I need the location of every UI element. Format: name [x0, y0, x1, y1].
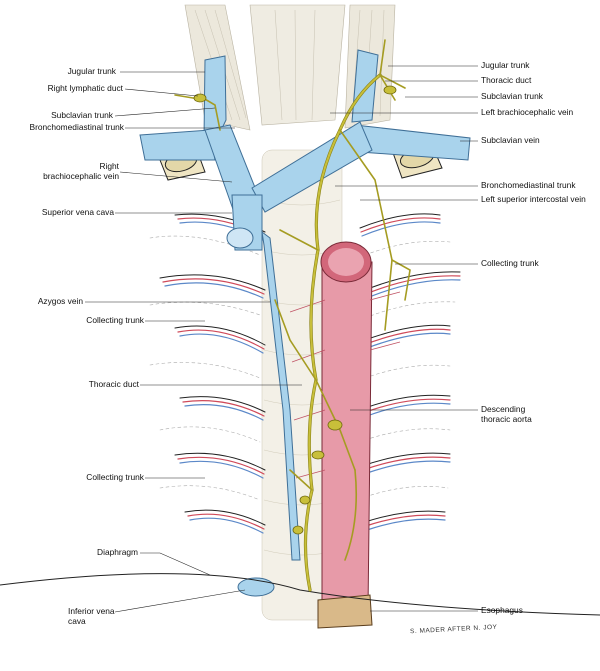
- esophagus-stump: [317, 594, 373, 629]
- veins: [139, 49, 471, 597]
- lymph-nodes: [193, 85, 397, 535]
- label-left-superior-intercostal-vein: Left superior intercostal vein: [481, 194, 586, 204]
- label-descending-thoracic-aorta: Descending thoracic aorta: [481, 404, 532, 424]
- label-superior-vena-cava: Superior vena cava: [41, 207, 114, 217]
- svc-cut-end: [226, 227, 254, 249]
- label-subclavian-trunk-left: Subclavian trunk: [481, 91, 543, 101]
- label-subclavian-trunk-right: Subclavian trunk: [51, 110, 113, 120]
- leader-lines-left: [85, 71, 302, 613]
- right-ribs: [359, 213, 461, 531]
- label-azygos-vein: Azygos vein: [37, 296, 83, 306]
- diaphragm-line: [0, 573, 600, 616]
- label-inferior-vena-cava: Inferior vena cava: [68, 606, 115, 626]
- label-diaphragm: Diaphragm: [97, 547, 138, 557]
- label-esophagus: Esophagus: [481, 605, 523, 615]
- leader-lines-right: [330, 65, 478, 612]
- left-ribs: [149, 213, 266, 534]
- label-jugular-trunk-left: Jugular trunk: [481, 60, 530, 70]
- aorta: [320, 241, 373, 611]
- label-collecting-trunk-2: Collecting trunk: [86, 472, 144, 482]
- label-jugular-trunk-right: Jugular trunk: [67, 66, 116, 76]
- label-collecting-trunk-right: Collecting trunk: [481, 258, 539, 268]
- label-right-lymphatic-duct: Right lymphatic duct: [47, 83, 123, 93]
- label-bronchomediastinal-trunk-left: Bronchomediastinal trunk: [481, 180, 576, 190]
- label-thoracic-duct-right: Thoracic duct: [481, 75, 532, 85]
- label-bronchomediastinal-trunk-right: Bronchomediastinal trunk: [29, 122, 124, 132]
- label-right-brachiocephalic-vein: Right brachiocephalic vein: [43, 161, 119, 181]
- label-subclavian-vein: Subclavian vein: [481, 135, 540, 145]
- lymph-trunks: [174, 39, 411, 561]
- label-left-brachiocephalic-vein: Left brachiocephalic vein: [481, 107, 574, 117]
- label-thoracic-duct-left: Thoracic duct: [88, 379, 139, 389]
- label-collecting-trunk-1: Collecting trunk: [86, 315, 144, 325]
